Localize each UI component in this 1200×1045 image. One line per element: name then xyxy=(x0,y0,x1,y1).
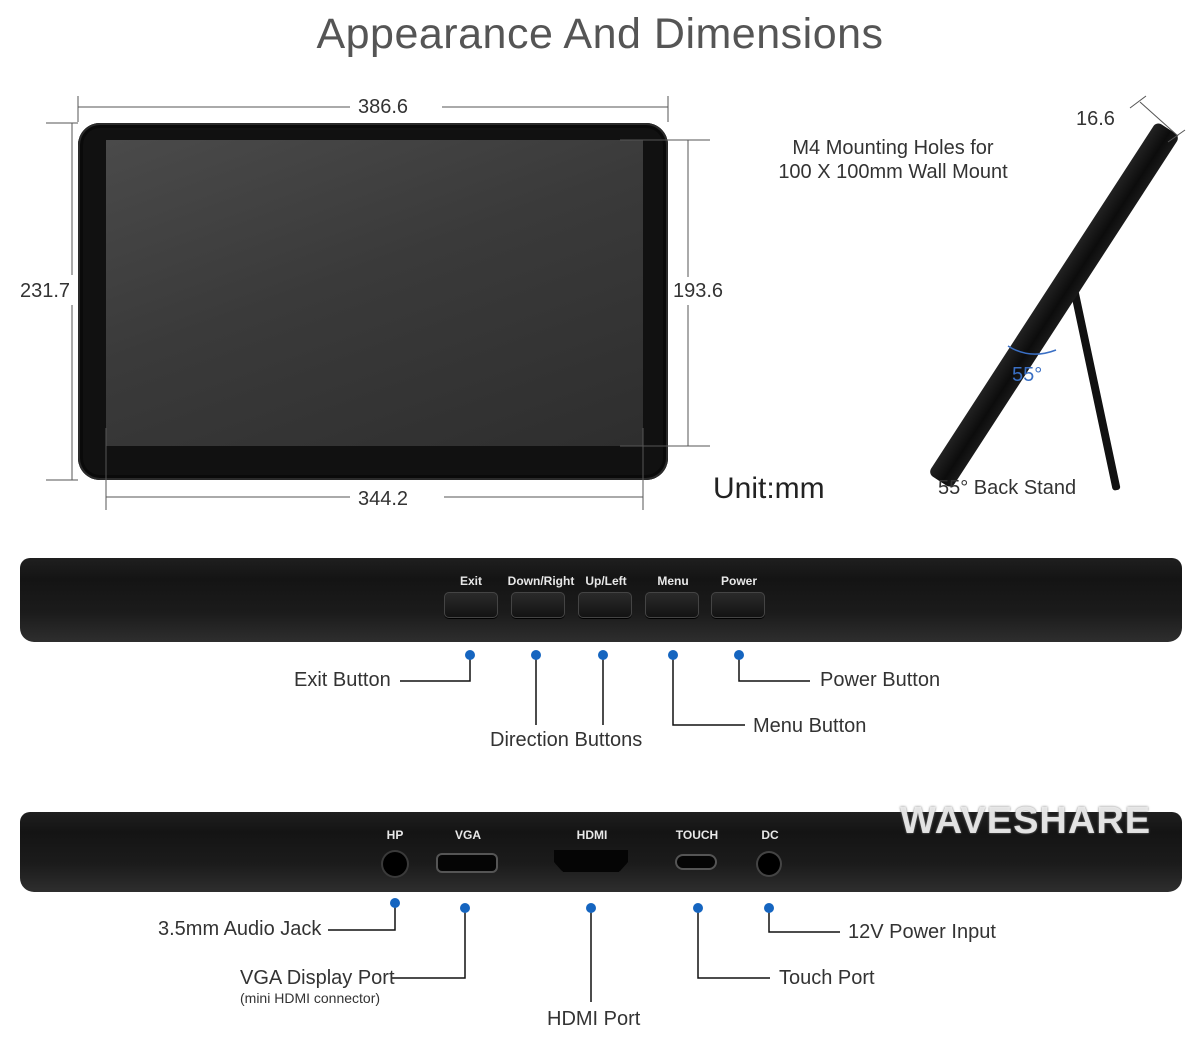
vga-port-print: VGA xyxy=(454,828,481,842)
screen-width-label: 344.2 xyxy=(358,488,409,510)
menu-button-print: Menu xyxy=(657,574,689,588)
up-left-hw-button xyxy=(578,592,632,618)
touch-port-print: TOUCH xyxy=(675,828,719,842)
stand-angle-label: 55° xyxy=(1012,364,1043,386)
hp-port-print: HP xyxy=(386,828,404,842)
audio-jack-port xyxy=(383,852,407,876)
dc-port xyxy=(758,853,780,875)
up-left-button-print: Up/Left xyxy=(585,574,627,588)
vga-port xyxy=(438,855,496,871)
vga-port-callout: VGA Display Port xyxy=(240,967,395,989)
outer-height-label: 231.7 xyxy=(20,280,71,302)
display-area xyxy=(106,140,643,446)
down-right-button-print: Down/Right xyxy=(507,574,575,588)
depth-label: 16.6 xyxy=(1076,108,1115,130)
brand-logo: WAVESHARE xyxy=(900,800,1152,842)
exit-button-print: Exit xyxy=(459,574,482,588)
unit-label: Unit:mm xyxy=(713,472,825,505)
dc-port-print: DC xyxy=(761,828,779,842)
mount-note-line1: M4 Mounting Holes for xyxy=(792,137,994,159)
power-button-print: Power xyxy=(720,574,757,588)
page-title: Appearance And Dimensions xyxy=(316,10,884,58)
outer-width-label: 386.6 xyxy=(358,96,409,118)
touch-port-callout: Touch Port xyxy=(779,967,875,989)
screen-height-label: 193.6 xyxy=(673,280,724,302)
direction-buttons-callout: Direction Buttons xyxy=(490,729,643,751)
audio-jack-callout: 3.5mm Audio Jack xyxy=(158,918,322,940)
menu-hw-button xyxy=(645,592,699,618)
back-stand-label: 55° Back Stand xyxy=(938,477,1077,499)
vga-port-subnote: (mini HDMI connector) xyxy=(240,990,381,1006)
power-input-callout: 12V Power Input xyxy=(848,921,996,943)
exit-hw-button xyxy=(444,592,498,618)
mount-note-line2: 100 X 100mm Wall Mount xyxy=(778,161,1008,183)
hdmi-port-print: HDMI xyxy=(576,828,608,842)
hdmi-port-callout: HDMI Port xyxy=(547,1008,641,1030)
hdmi-port xyxy=(554,850,628,872)
power-button-callout: Power Button xyxy=(820,669,941,691)
exit-button-callout: Exit Button xyxy=(294,669,391,691)
down-right-hw-button xyxy=(511,592,565,618)
power-hw-button xyxy=(711,592,765,618)
touch-port xyxy=(677,856,715,868)
menu-button-callout: Menu Button xyxy=(753,715,867,737)
